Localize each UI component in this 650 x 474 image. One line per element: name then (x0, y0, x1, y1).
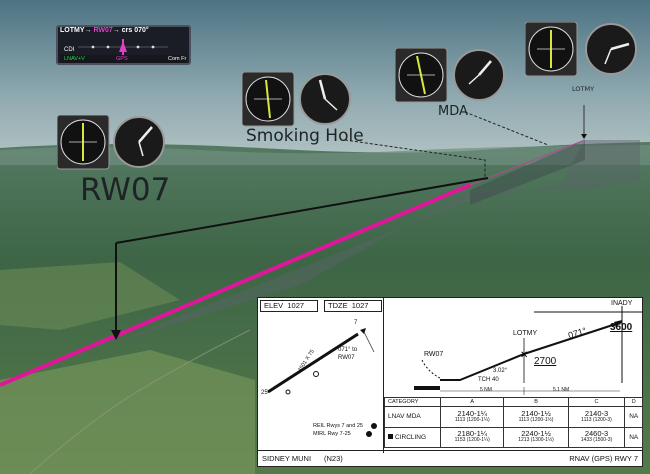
lighting-note-icon-2 (366, 431, 372, 437)
tdze-value: 1027 (351, 301, 369, 310)
gps-display: LOTMY→ RW07→ crs 070° CDI LNAV+V GPS Com… (56, 25, 191, 65)
course-readout: crs 070° (121, 27, 149, 34)
gps-nav-strip: LNAV+V GPS Com Fr (60, 55, 187, 63)
minima-value: 2180-1¼ (457, 429, 488, 439)
minima-header-b: B (503, 397, 569, 407)
elev-value: 1027 (287, 301, 305, 310)
glidepath-angle: 3.02° (493, 368, 508, 374)
com-label: Com Fr (168, 56, 187, 62)
inady-fix: INADY (611, 300, 633, 307)
distance-2: 5.1 NM (553, 387, 570, 393)
circling-icon (388, 433, 393, 439)
panel-lotmy (524, 21, 640, 83)
tdze-box: TDZE 1027 (324, 300, 382, 312)
minima-value: 2240-1½ (521, 429, 551, 439)
airport-beacon-icon (313, 371, 319, 377)
road (29, 329, 251, 474)
minima-value: 2140-1½ (521, 408, 551, 418)
course-to-rw07: 071° to RW07 (338, 347, 358, 361)
minima-sub: 1113 (1200-1½) (518, 416, 554, 423)
approach-plate: ELEV 1027 TDZE 1027 4501 X 75 7 25 071° … (257, 297, 643, 467)
minima-category: CIRCLING (384, 426, 441, 448)
airport-id: (N23) (324, 454, 343, 463)
panel-smoking-hole (241, 71, 354, 133)
smoking-hole-leader (344, 139, 486, 180)
mirl-lighting: MIRL Rwy 7-25 (313, 431, 351, 437)
lotmy-altitude: 2700 (534, 356, 557, 367)
plate-divider-vertical (383, 298, 384, 453)
profile-view: ✕ (414, 306, 642, 395)
runway-end-south: 25 (261, 390, 268, 396)
to-arrow-icon-2: → (112, 27, 120, 34)
cdi-label: CDI (64, 47, 75, 53)
minima-header-a: A (439, 397, 505, 407)
glidepath-ribbon (108, 140, 640, 345)
mda-label: MDA (438, 104, 468, 119)
rw07-to-smoking-hole (115, 177, 489, 244)
tdze-label: TDZE (328, 301, 348, 310)
minima-value: 2140-1¼ (457, 408, 488, 418)
to-waypoint: RW07 (93, 27, 113, 34)
minima-sub: 1113 (1200-1¼) (454, 416, 490, 423)
windsock-icon (285, 389, 291, 395)
minima-category: LNAV MDA (384, 406, 441, 428)
nav-source: GPS (116, 56, 128, 62)
lotmy-fix: LOTMY (513, 330, 538, 337)
panel-mda (394, 47, 507, 109)
flight-path (0, 183, 471, 387)
minima-value: 2460-3 (584, 429, 609, 439)
lighting-note-icon (371, 423, 377, 429)
minima-value: 2140-3 (584, 408, 609, 418)
plate-footer: SIDNEY MUNI (N23) RNAV (GPS) RWY 7 (258, 450, 642, 466)
minima-category-text: CIRCLING (395, 433, 427, 441)
lotmy-scene-label: LOTMY (572, 85, 595, 93)
minima-header-c: C (567, 397, 626, 407)
elev-label: ELEV (264, 301, 284, 310)
cdi-needle-icon (78, 39, 168, 55)
minima-cell-d: NA (624, 406, 643, 428)
fields-left (0, 262, 180, 330)
rw07-pointer-arrow (111, 330, 121, 340)
inady-altitude: 3600 (610, 322, 633, 333)
vertical-profile-shade (470, 140, 585, 205)
from-waypoint: LOTMY (60, 27, 85, 34)
flight-path-upper (469, 139, 586, 186)
minima-header-d: D (624, 397, 643, 407)
reil-lighting: REIL Rwys 7 and 25 (313, 423, 363, 429)
lotmy-marker (581, 134, 587, 139)
nav-mode: LNAV+V (64, 56, 85, 62)
minima-sub: 1433 (1500-3) (580, 437, 613, 444)
rw07-fix: RW07 (424, 351, 444, 358)
minima-header-row: CATEGORY A B C D (384, 397, 643, 407)
distance-1: 5 NM (480, 387, 492, 393)
elev-box: ELEV 1027 (260, 300, 318, 312)
fields-bottom (0, 350, 255, 474)
tch-value: TCH 40 (478, 377, 499, 383)
smoking-hole-label: Smoking Hole (246, 126, 364, 146)
panel-rw07 (56, 114, 167, 176)
minima-sub: 1213 (1300-1½) (518, 437, 554, 444)
minima-sub: 1153 (1200-1¼) (454, 437, 490, 444)
svg-text:✕: ✕ (520, 350, 528, 361)
runway-end-north: 7 (354, 320, 358, 326)
airport-diagram (267, 328, 375, 395)
runway-label: RW07 (80, 172, 171, 208)
minima-sub: 1113 (1200-3) (581, 416, 612, 423)
airport-name: SIDNEY MUNI (262, 454, 312, 463)
procedure-name: RNAV (GPS) RWY 7 (569, 454, 638, 463)
minima-header-category: CATEGORY (384, 397, 441, 407)
gps-route: LOTMY→ RW07→ crs 070° (60, 27, 149, 34)
minima-cell-d: NA (624, 426, 643, 448)
to-arrow-icon: → (84, 27, 92, 34)
